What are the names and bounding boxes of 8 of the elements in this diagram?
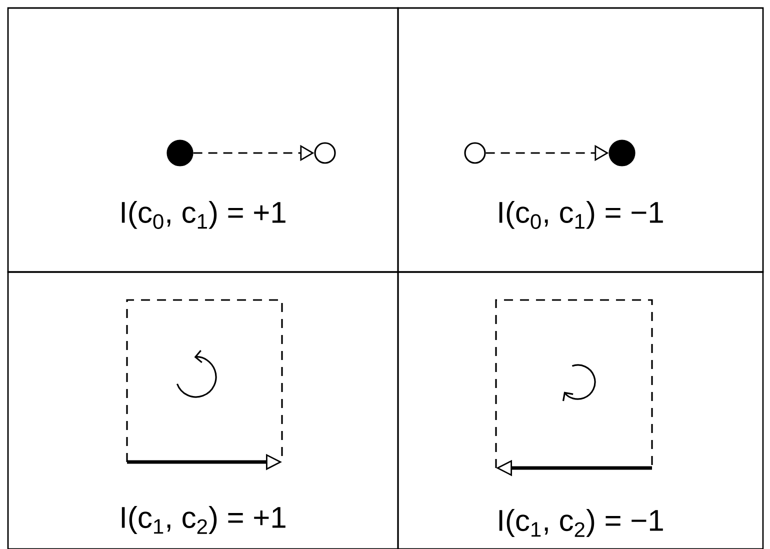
table-cell: I(c$_{1}$, c$_{2}$) = −1: [397, 271, 764, 549]
filled-dot: [608, 140, 636, 166]
table-cell: I(c$_{0}$, c$_{1}$) = +1: [7, 7, 399, 273]
open-circle: [314, 142, 336, 164]
open-circle: [464, 142, 486, 164]
table-cell: I(c$_{0}$, c$_{1}$) = −1: [397, 7, 764, 273]
table-cell: I(c$_{1}$, c$_{2}$) = +1: [7, 271, 399, 549]
filled-dot: [166, 140, 194, 166]
